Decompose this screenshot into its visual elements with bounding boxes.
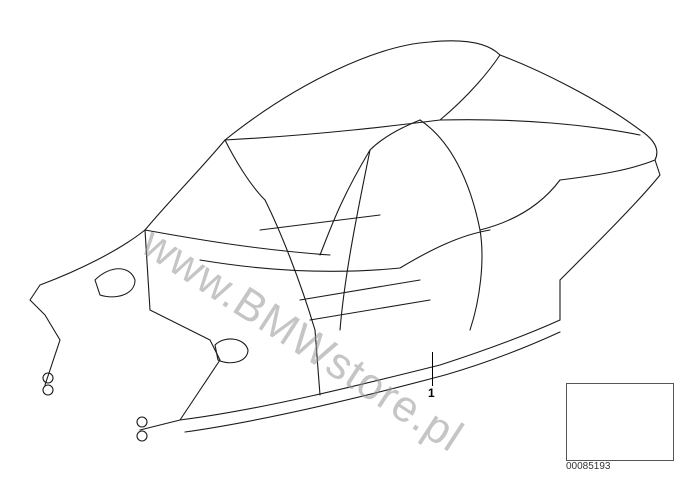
- roof-panel: [224, 40, 501, 141]
- b-pillar: [319, 119, 421, 256]
- c-pillar: [419, 119, 483, 331]
- side-sill-lower: [184, 331, 561, 433]
- tow-eye-right-2: [136, 430, 148, 442]
- front-strut-tower: [94, 268, 136, 298]
- reference-thumbnail-frame: [566, 383, 674, 461]
- part-leader-line: [432, 352, 433, 386]
- floor-pan: [199, 229, 491, 272]
- tow-eye-left-2: [42, 384, 54, 396]
- rear-door-opening: [339, 149, 561, 331]
- floor-crossmember: [299, 279, 431, 321]
- tow-eye-right-1: [136, 416, 148, 428]
- reference-code: 00085193: [566, 461, 611, 472]
- front-door-opening: [264, 199, 321, 396]
- front-right-strut: [214, 338, 249, 364]
- tunnel: [259, 214, 381, 231]
- front-left-rail: [29, 229, 146, 386]
- roof-rear-edge: [499, 54, 658, 161]
- rear-quarter: [559, 159, 661, 321]
- part-number-label: 1: [428, 386, 435, 400]
- rear-deck: [439, 119, 641, 136]
- tow-eye-left-1: [42, 372, 54, 384]
- windshield-frame: [144, 139, 331, 256]
- side-sill: [179, 319, 561, 421]
